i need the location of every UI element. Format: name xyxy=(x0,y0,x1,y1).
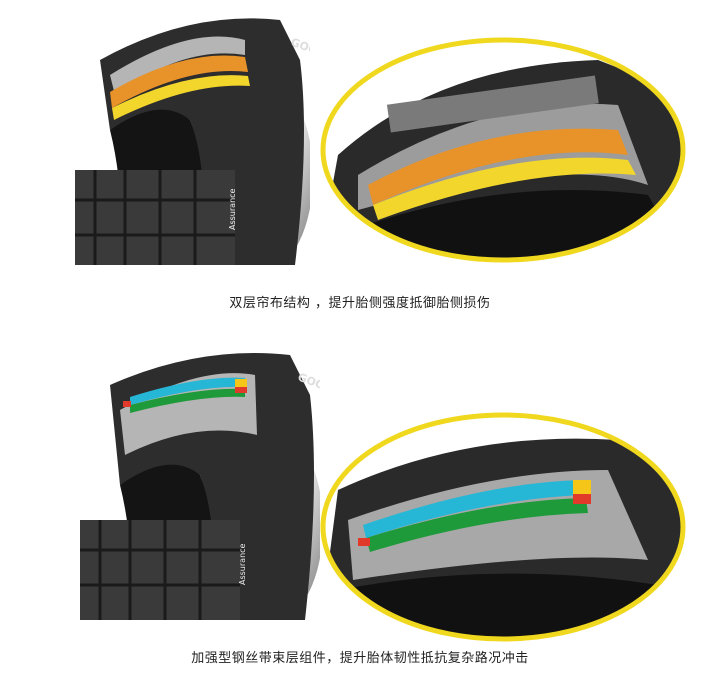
inner-ply-layer xyxy=(110,55,248,108)
green-belt-layer xyxy=(130,388,245,413)
edge-red-strip xyxy=(235,387,247,393)
edge-red-strip xyxy=(358,538,370,546)
edge-yellow-strip xyxy=(573,480,591,494)
caption-steel-belt: 加强型钢丝带束层组件，提升胎体韧性抵抗复杂路况冲击 xyxy=(191,651,529,666)
cyan-belt-layer xyxy=(363,480,586,538)
panel-steel-belt: GOODY Assurance 加强型钢丝带束层组件，提升胎体韧性抵抗复杂路况冲… xyxy=(0,340,720,675)
edge-red-strip xyxy=(573,494,591,504)
cyan-belt-layer xyxy=(130,377,245,405)
tread-pattern xyxy=(80,520,240,620)
green-belt-layer xyxy=(366,498,588,552)
sidewall-text: Assurance xyxy=(238,543,247,585)
edge-yellow-strip xyxy=(235,379,247,387)
inner-ply-layer xyxy=(368,128,628,205)
magnified-detail-oval xyxy=(320,412,686,642)
magnifier-frame xyxy=(320,412,686,642)
outer-ply-layer xyxy=(373,157,636,220)
tire-cutaway-illustration: GOODY Assurance xyxy=(75,18,310,265)
magnified-detail-oval xyxy=(320,37,686,263)
outer-ply-layer xyxy=(112,75,250,120)
tread-pattern xyxy=(75,170,235,265)
inner-liner xyxy=(110,36,245,95)
tire-cutaway-illustration: GOODY Assurance xyxy=(80,353,320,620)
panel-double-ply: GOODY Assurance 双层帘布结构 ，提升胎侧强度抵御胎侧损伤 xyxy=(0,0,720,320)
caption-double-ply: 双层帘布结构 ，提升胎侧强度抵御胎侧损伤 xyxy=(229,296,491,311)
edge-red-strip xyxy=(123,401,131,407)
magnifier-frame xyxy=(320,37,686,263)
sidewall-text: Assurance xyxy=(228,188,237,230)
